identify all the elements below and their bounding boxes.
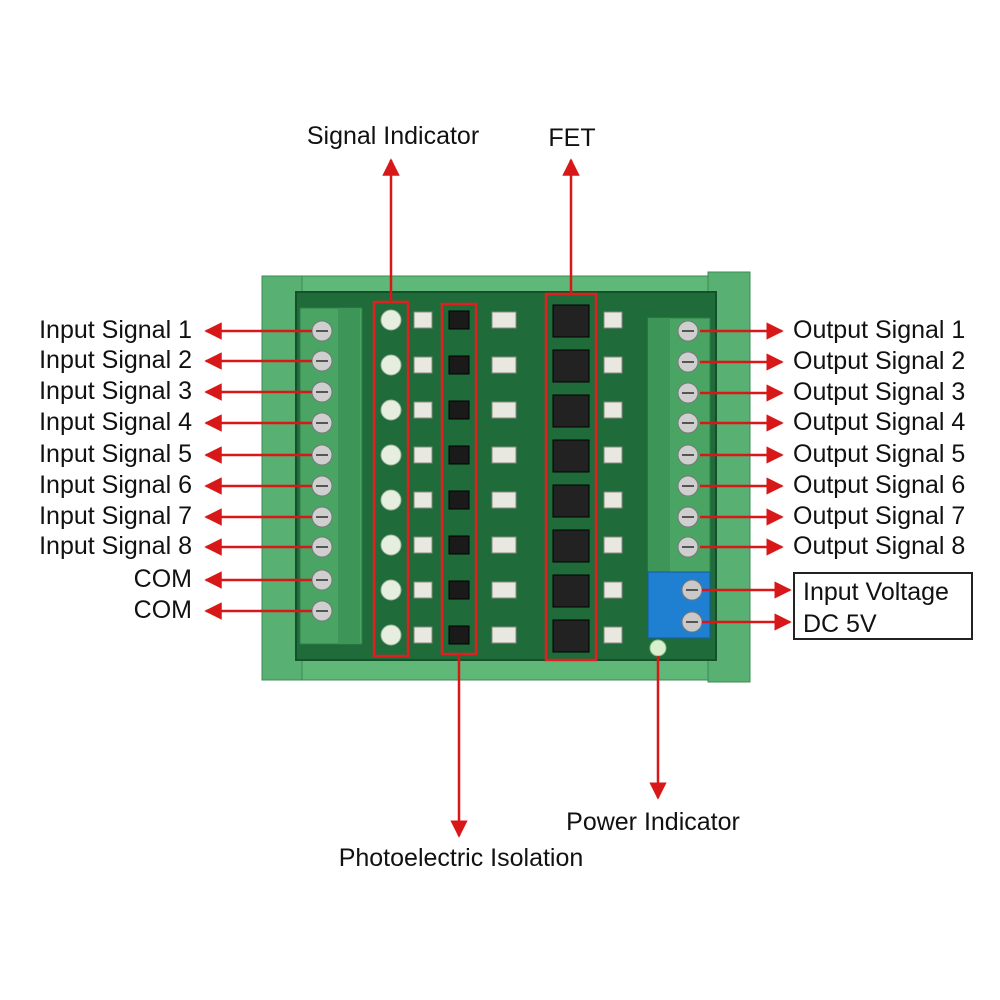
driver-component — [491, 626, 517, 644]
gate-resistor — [603, 626, 623, 644]
input-signal-label: Input Signal 7 — [39, 502, 192, 530]
gate-resistor — [603, 356, 623, 374]
input-signal-label: Input Signal 1 — [39, 316, 192, 344]
resistor — [413, 581, 433, 599]
driver-component — [491, 401, 517, 419]
driver-component — [491, 446, 517, 464]
output-signal-label: Output Signal 4 — [793, 408, 966, 436]
driver-component — [491, 536, 517, 554]
input-voltage-line1: Input Voltage — [803, 578, 949, 606]
fet-transistor — [552, 304, 590, 338]
resistor-column — [413, 311, 433, 644]
fet-transistor — [552, 574, 590, 608]
driver-component — [491, 356, 517, 374]
optocoupler — [448, 355, 470, 375]
power-terminal-block — [647, 571, 711, 639]
output-signal-label: Output Signal 2 — [793, 347, 966, 375]
signal-led-column — [380, 309, 402, 646]
gate-resistor — [603, 536, 623, 554]
com-label: COM — [133, 596, 192, 624]
gate-resistor — [603, 446, 623, 464]
com-label: COM — [133, 565, 192, 593]
output-signal-label: Output Signal 8 — [793, 532, 966, 560]
signal-led — [380, 354, 402, 376]
input-signal-label: Input Signal 6 — [39, 471, 192, 499]
input-signal-label: Input Signal 8 — [39, 532, 192, 560]
output-terminal-block — [647, 317, 711, 573]
resistor — [413, 446, 433, 464]
output-signal-label: Output Signal 5 — [793, 440, 966, 468]
input-signal-label: Input Signal 3 — [39, 377, 192, 405]
signal-indicator-label: Signal Indicator — [306, 122, 480, 150]
optocoupler — [448, 625, 470, 645]
gate-resistor — [603, 581, 623, 599]
resistor — [413, 536, 433, 554]
resistor — [413, 356, 433, 374]
power-indicator-label: Power Indicator — [566, 808, 740, 836]
fet-transistor — [552, 349, 590, 383]
input-signal-label: Input Signal 4 — [39, 408, 192, 436]
optocoupler — [448, 490, 470, 510]
photoelectric-isolation-label: Photoelectric Isolation — [338, 844, 584, 872]
resistor — [413, 311, 433, 329]
driver-column — [491, 311, 517, 644]
output-terminal-screws — [677, 320, 699, 558]
output-signal-label: Output Signal 7 — [793, 502, 966, 530]
signal-led — [380, 534, 402, 556]
resistor — [413, 401, 433, 419]
signal-led — [380, 489, 402, 511]
optocoupler — [448, 445, 470, 465]
output-signal-label: Output Signal 6 — [793, 471, 966, 499]
signal-led — [380, 624, 402, 646]
output-arrows — [700, 322, 784, 556]
fet-transistor — [552, 394, 590, 428]
optocoupler-column — [448, 310, 470, 645]
signal-led — [380, 309, 402, 331]
output-signal-label: Output Signal 1 — [793, 316, 966, 344]
fet-transistor — [552, 484, 590, 518]
input-arrows — [204, 322, 312, 620]
signal-led — [380, 579, 402, 601]
fet-transistor — [552, 619, 590, 653]
resistor — [413, 491, 433, 509]
gate-resistor — [603, 491, 623, 509]
input-voltage-box: Input Voltage DC 5V — [793, 572, 973, 640]
output-signal-label: Output Signal 3 — [793, 378, 966, 406]
fet-transistor — [552, 529, 590, 563]
driver-component — [491, 311, 517, 329]
optocoupler — [448, 400, 470, 420]
driver-component — [491, 491, 517, 509]
optocoupler — [448, 535, 470, 555]
fet-transistor — [552, 439, 590, 473]
input-signal-label: Input Signal 5 — [39, 440, 192, 468]
fet-label: FET — [548, 124, 596, 152]
gate-resistor-column — [603, 311, 623, 644]
optocoupler — [448, 310, 470, 330]
fet-column — [552, 304, 590, 653]
signal-led — [380, 399, 402, 421]
pcb-board — [295, 291, 717, 661]
signal-led — [380, 444, 402, 466]
gate-resistor — [603, 311, 623, 329]
input-signal-label: Input Signal 2 — [39, 346, 192, 374]
resistor — [413, 626, 433, 644]
power-led — [649, 639, 667, 657]
optocoupler — [448, 580, 470, 600]
input-voltage-line2: DC 5V — [803, 610, 877, 638]
gate-resistor — [603, 401, 623, 419]
driver-component — [491, 581, 517, 599]
input-terminal-screws — [311, 320, 333, 622]
